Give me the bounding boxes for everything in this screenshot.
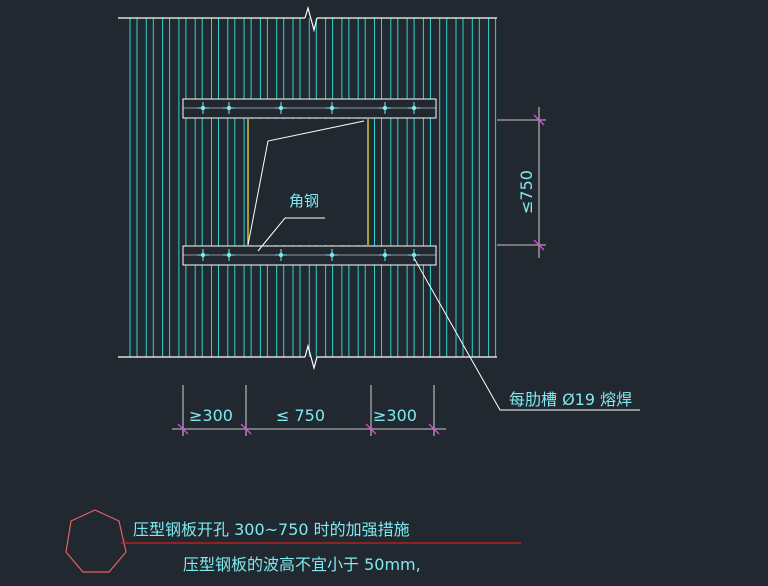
angle-steel-leader-2 [257,217,325,252]
top-reinforcement-plate [182,98,437,119]
weld-marker [326,249,338,261]
vertical-dim-text: ≤750 [517,170,536,214]
weld-note-leader [413,257,640,411]
detail-hex-symbol [65,509,127,573]
bottom-reinforcement-plate [182,245,437,266]
opening-width-dim: ≤ 750 [276,406,325,425]
left-margin-dim: ≥300 [189,406,233,425]
weld-marker [197,249,209,261]
weld-marker [379,102,391,114]
angle-steel-label: 角钢 [289,192,319,210]
detail-title: 压型钢板开孔 300~750 时的加强措施 [133,520,410,539]
weld-marker [379,249,391,261]
weld-marker [275,102,287,114]
weld-marker [197,102,209,114]
angle-steel-leader [247,120,365,246]
vertical-dimension: ≤750 [497,107,546,258]
weld-marker [408,102,420,114]
plug-weld-markers [197,102,420,261]
top-break-line [118,5,497,33]
detail-note: 压型钢板的波高不宜小于 50mm, [183,555,421,574]
right-margin-dim: ≥300 [373,406,417,425]
bottom-break-line [118,343,497,371]
weld-marker [275,249,287,261]
weld-marker [223,249,235,261]
weld-marker [326,102,338,114]
deck-opening [248,119,368,245]
weld-note-label: 每肋槽 Ø19 熔焊 [509,390,632,409]
weld-marker [223,102,235,114]
horizontal-dimensions: ≥300 ≤ 750 ≥300 [172,385,446,436]
